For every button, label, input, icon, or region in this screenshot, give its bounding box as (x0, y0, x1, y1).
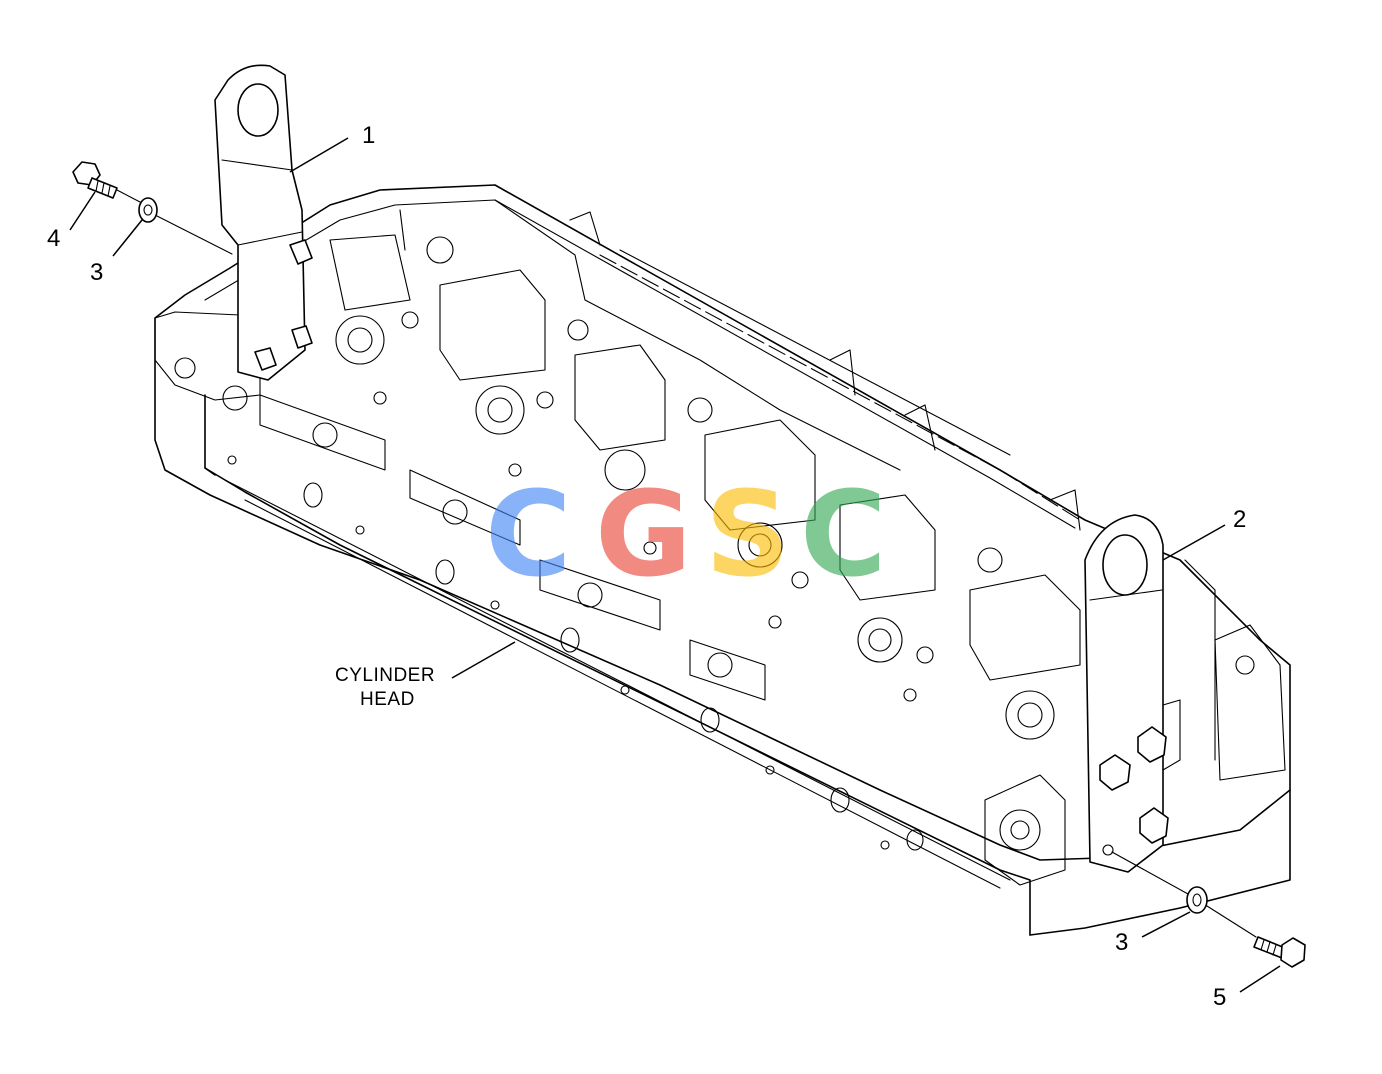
bolt-item-5 (1253, 936, 1306, 968)
port-holes (227, 455, 924, 851)
cylinder-head-label-line1: CYLINDER (335, 665, 435, 686)
cylinder-head (154, 184, 1291, 936)
washer-item-3-top (138, 197, 158, 223)
front-lifting-bracket (214, 64, 313, 381)
rocker-blocks (329, 234, 1081, 681)
leader-lines (69, 137, 1281, 993)
watermark-letter-3: S (705, 465, 790, 603)
valve-bores (335, 236, 1055, 740)
callout-4: 4 (47, 225, 60, 252)
assembly-line-top (116, 189, 233, 255)
cylinder-head-label-line2: HEAD (360, 689, 415, 710)
washer-item-3-bottom (1186, 886, 1208, 914)
assembly-line-bottom (1111, 851, 1257, 938)
callout-1: 1 (362, 122, 375, 149)
watermark-letter-4: C (800, 465, 887, 603)
callout-3-top: 3 (90, 259, 103, 286)
rear-lifting-bracket (1084, 514, 1181, 873)
cgsc-watermark: C G S C (485, 465, 887, 603)
callout-2: 2 (1233, 506, 1246, 533)
watermark-letter-2: G (595, 465, 692, 603)
callout-3-bottom: 3 (1115, 929, 1128, 956)
bolt-item-4 (72, 161, 118, 199)
watermark-letter-1: C (485, 465, 572, 603)
callout-5: 5 (1213, 984, 1226, 1011)
